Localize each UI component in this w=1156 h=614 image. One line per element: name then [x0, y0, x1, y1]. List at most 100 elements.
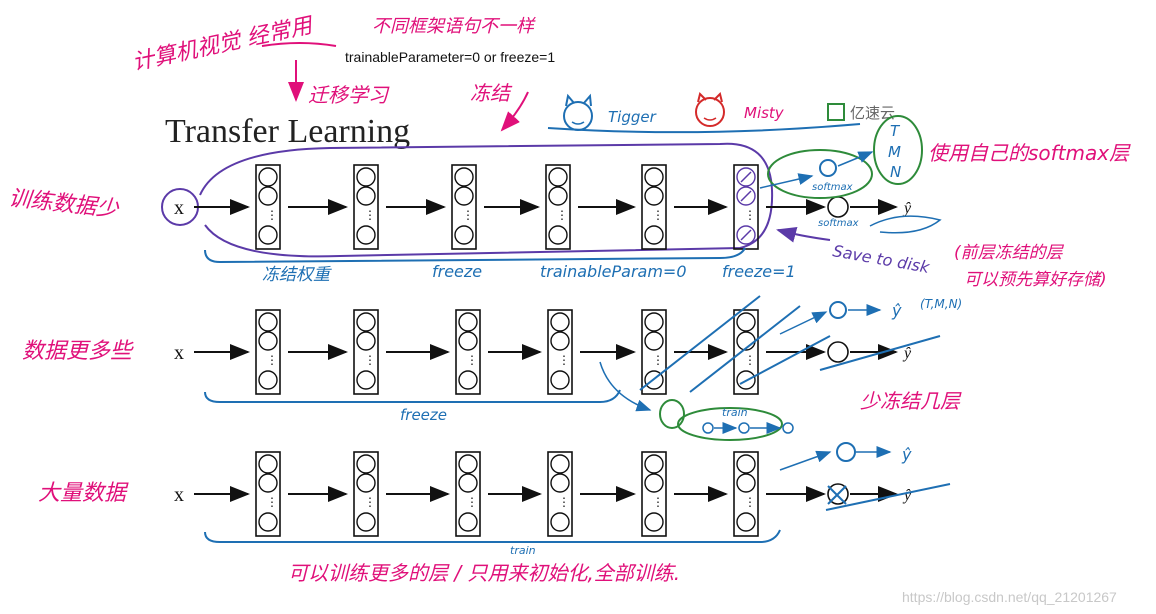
row2-layer-4-neuron-1 — [550, 312, 570, 332]
row2-layer-1-neuron-2 — [258, 331, 278, 351]
row3-layer-4-neuron-2 — [550, 473, 570, 493]
row2-layer-2-neuron-1 — [356, 312, 376, 332]
row2-old-output-strike — [819, 335, 941, 371]
row1-layer-6-neuron-2 — [736, 186, 756, 206]
row3-input-x: x — [174, 484, 184, 506]
row2-input-x: x — [174, 342, 184, 364]
row3-layer-4: ⋮ — [547, 451, 573, 537]
row3-layer-2: ⋮ — [353, 451, 379, 537]
row1-layer-6-neuron-1 — [736, 167, 756, 187]
row3-layer-6-box — [733, 451, 759, 537]
row2-layer-4: ⋮ — [547, 309, 573, 395]
row1-layer-6-neuron-3 — [736, 225, 756, 245]
cat-name-tigger: Tigger — [608, 108, 657, 126]
row3-label-large-data: 大量数据 — [38, 481, 129, 506]
row1-layer-3-neuron-3 — [454, 225, 474, 245]
row2-layer-4-neuron-3 — [550, 370, 570, 390]
row3-layer-1: ⋮ — [255, 451, 281, 537]
row2-tmn: (T,M,N) — [920, 297, 962, 311]
row3-layer-6-neuron-3 — [736, 512, 756, 532]
row1-layer-1: ⋮ — [255, 164, 281, 250]
row1-output-yhat: ŷ — [902, 200, 912, 217]
row1-layer-3-ellipsis: ⋮ — [462, 208, 474, 222]
row3-layer-1-neuron-2 — [258, 473, 278, 493]
cloud-logo: 亿速云 — [850, 105, 895, 122]
row2-layer-3-ellipsis: ⋮ — [466, 353, 478, 367]
cat-tigger-icon — [563, 93, 593, 131]
row3-layer-3-neuron-3 — [458, 512, 478, 532]
row3-layer-2-box — [353, 451, 379, 537]
row2-layer-5-ellipsis: ⋮ — [652, 353, 664, 367]
row1-layer-4-neuron-1 — [548, 167, 568, 187]
row1-layer-5-neuron-3 — [644, 225, 664, 245]
row3-layer-4-neuron-1 — [550, 454, 570, 474]
row3-node-cross-2 — [827, 485, 847, 505]
network-rows: x⋮⋮⋮⋮⋮⋮ŷx⋮⋮⋮⋮⋮⋮ŷx⋮⋮⋮⋮⋮⋮ŷ — [174, 164, 912, 537]
row3-layer-6-neuron-2 — [736, 473, 756, 493]
row1-layer-4-neuron-3 — [548, 225, 568, 245]
row2-layer-3: ⋮ — [455, 309, 481, 395]
row3-layer-3-neuron-1 — [458, 454, 478, 474]
row1-frozen-hatch-1 — [740, 171, 752, 183]
row2-layer-1-neuron-3 — [258, 370, 278, 390]
row1-layer-4-neuron-2 — [548, 186, 568, 206]
row3-new-node — [836, 442, 856, 462]
row2-strike-3 — [739, 335, 831, 385]
row2-layer-3-neuron-2 — [458, 331, 478, 351]
row1-label-less-data: 训练数据少 — [7, 186, 121, 223]
row1-trainable-param: trainableParam=0 — [540, 262, 687, 281]
row2-layer-3-box — [455, 309, 481, 395]
row2-layer-6-neuron-1 — [736, 312, 756, 332]
row2-train-oval-left — [659, 399, 685, 429]
row1-layer-2-ellipsis: ⋮ — [364, 208, 376, 222]
save-to-disk: Save to disk — [831, 241, 931, 277]
row1-frozen-hatch-2 — [740, 190, 752, 202]
row1-layer-6: ⋮ — [733, 164, 759, 250]
row1-input-x: x — [174, 197, 184, 219]
row3-arrow-to-new — [779, 450, 832, 471]
row3-layer-2-neuron-2 — [356, 473, 376, 493]
row3-layer-3-ellipsis: ⋮ — [466, 495, 478, 509]
row3-layer-3-box — [455, 451, 481, 537]
row1-layer-5-neuron-1 — [644, 167, 664, 187]
save-to-disk-arrow — [776, 227, 831, 243]
row2-layer-5-neuron-1 — [644, 312, 664, 332]
row1-layer-3-neuron-2 — [454, 186, 474, 206]
row2-layer-5-neuron-3 — [644, 370, 664, 390]
row1-layer-5-ellipsis: ⋮ — [652, 208, 664, 222]
row1-tmn-m: M — [888, 143, 901, 161]
row3-layer-1-neuron-1 — [258, 454, 278, 474]
row1-tmn-oval — [873, 115, 923, 185]
row3-layer-6-neuron-1 — [736, 454, 756, 474]
row3-layer-5-box — [641, 451, 667, 537]
row1-layer-1-neuron-3 — [258, 225, 278, 245]
row3-train: train — [510, 544, 536, 557]
row1-tmn-t: T — [890, 122, 901, 140]
row2-new-yhat: ŷ — [891, 301, 902, 320]
row3-layer-4-ellipsis: ⋮ — [558, 495, 570, 509]
row1-frozen-loop — [199, 142, 774, 258]
row2-layer-2-neuron-3 — [356, 370, 376, 390]
row1-layer-1-box — [255, 164, 281, 250]
save-note-1: (前层冻结的层 — [954, 243, 1065, 263]
row1-layer-3-neuron-1 — [454, 167, 474, 187]
row2-label-more-data: 数据更多些 — [22, 339, 134, 364]
underline-often-used — [261, 42, 337, 47]
row3-layer-5-neuron-1 — [644, 454, 664, 474]
row3-layer-1-box — [255, 451, 281, 537]
cats-underline — [547, 123, 861, 134]
row2-brace — [204, 389, 621, 403]
row1-layer-2-neuron-2 — [356, 186, 376, 206]
row2-layer-4-neuron-2 — [550, 331, 570, 351]
row3-layer-5: ⋮ — [641, 451, 667, 537]
row3-output-yhat: ŷ — [902, 487, 912, 504]
row1-layer-6-box — [733, 164, 759, 250]
row3-layer-6: ⋮ — [733, 451, 759, 537]
row2-train-node-1 — [702, 422, 714, 434]
row1-layer-2: ⋮ — [353, 164, 379, 250]
row2-train-oval-right — [677, 407, 783, 441]
save-note-2: 可以预先算好存储) — [964, 270, 1107, 290]
row1-tmn-n: N — [890, 163, 901, 181]
row3-old-output-strike — [825, 483, 951, 511]
